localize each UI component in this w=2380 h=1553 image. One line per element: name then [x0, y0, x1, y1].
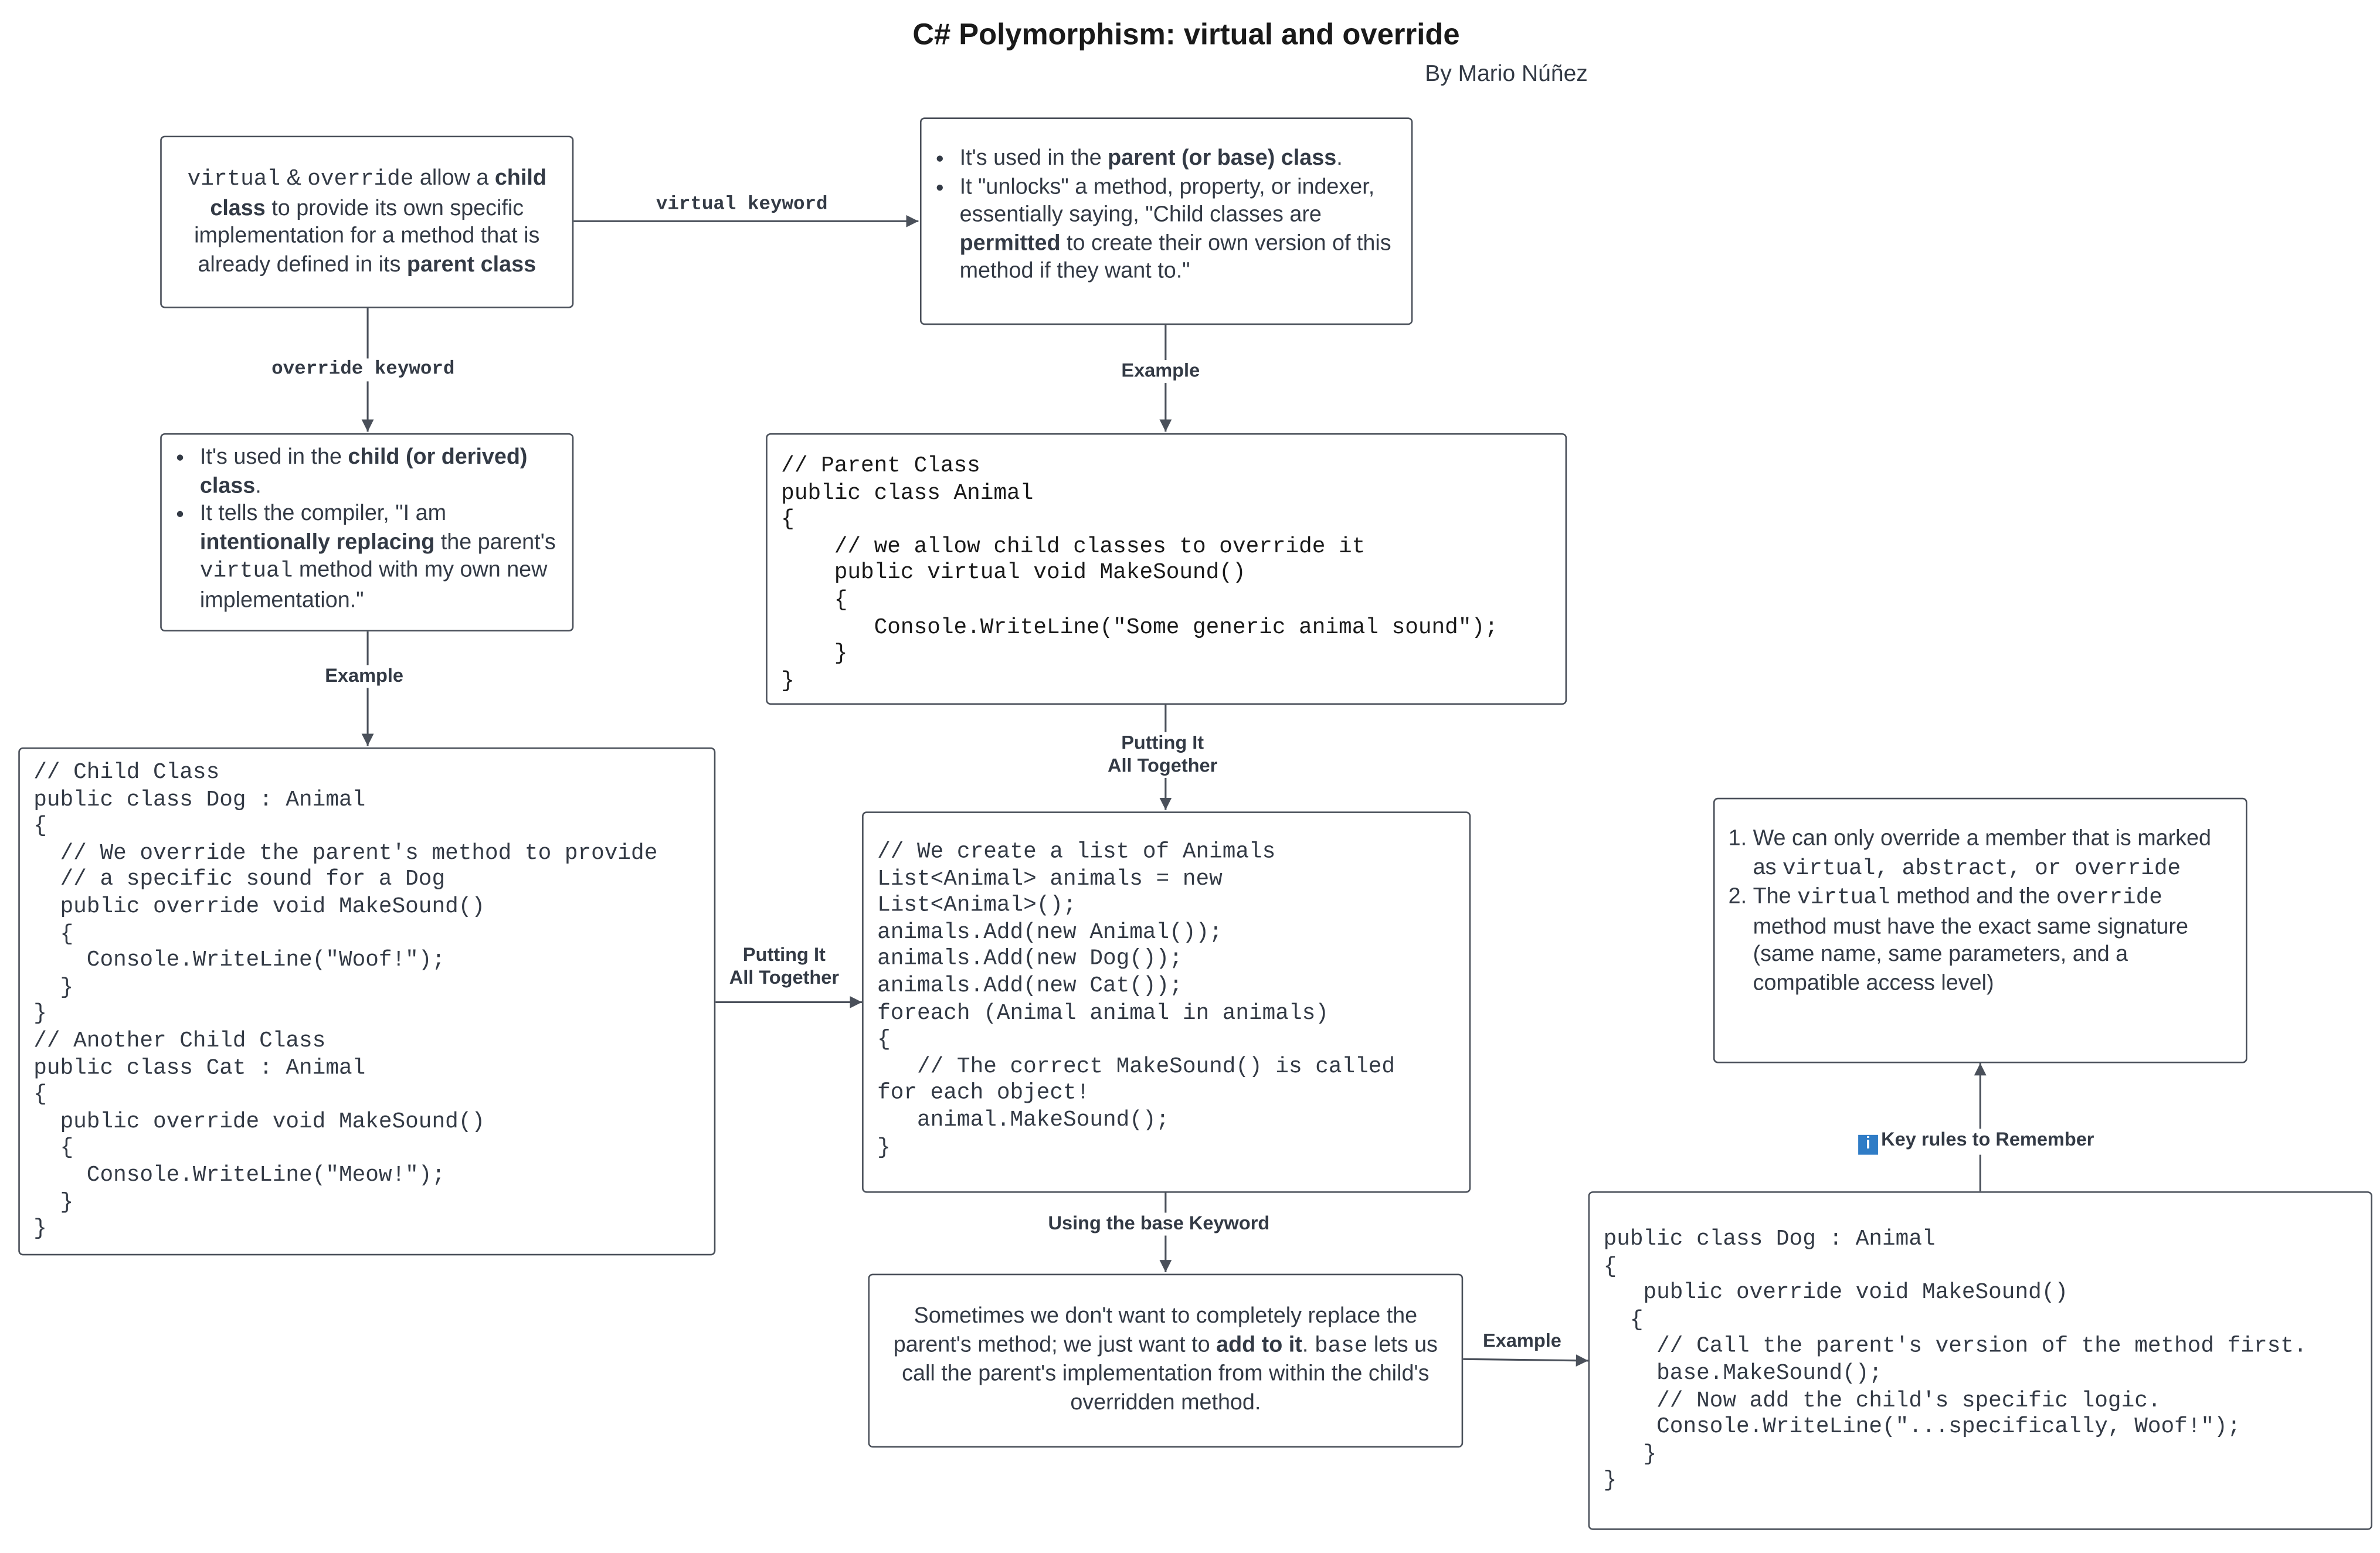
- rule-item: We can only override a member that is ma…: [1753, 825, 2230, 883]
- rule-item: The virtual method and the override meth…: [1753, 883, 2230, 998]
- rules-list: We can only override a member that is ma…: [1727, 825, 2230, 998]
- child-class-code: // Child Class public class Dog : Animal…: [33, 761, 658, 1242]
- parent-class-code-node: // Parent Class public class Animal { //…: [766, 433, 1567, 705]
- base-call-code: public class Dog : Animal { public overr…: [1603, 1228, 2307, 1494]
- animal-list-code: // We create a list of Animals List<Anim…: [877, 840, 1396, 1160]
- key-rules-node: We can only override a member that is ma…: [1713, 797, 2247, 1063]
- edge-label-example: Example: [1483, 1330, 1561, 1353]
- bullet: It's used in the child (or derived) clas…: [200, 444, 560, 500]
- info-icon: i: [1858, 1134, 1878, 1155]
- code-virtual: virtual: [187, 168, 281, 192]
- diagram-title: C# Polymorphism: virtual and override: [912, 18, 1460, 52]
- override-bullets: It's used in the child (or derived) clas…: [182, 444, 560, 614]
- parent-class-code: // Parent Class public class Animal { //…: [781, 454, 1498, 694]
- edge-label-example: Example: [1121, 360, 1200, 383]
- edge-label-using-base-keyword: Using the base Keyword: [1048, 1212, 1270, 1236]
- edge-label-example: Example: [325, 665, 403, 688]
- edge-label-override-keyword: override keyword: [271, 358, 455, 382]
- child-class-code-node: // Child Class public class Dog : Animal…: [18, 747, 716, 1256]
- edge-label-putting-it-together: Putting It All Together: [729, 944, 840, 990]
- bullet: It tells the compiler, "I am intentional…: [200, 500, 560, 614]
- author-byline: By Mario Núñez: [1425, 61, 1588, 87]
- bullet: It "unlocks" a method, property, or inde…: [960, 173, 1399, 286]
- intro-node: virtual & override allow a child class t…: [160, 135, 574, 308]
- base-call-code-node: public class Dog : Animal { public overr…: [1588, 1191, 2372, 1530]
- virtual-bullets: It's used in the parent (or base) class.…: [941, 145, 1399, 286]
- virtual-keyword-node: It's used in the parent (or base) class.…: [919, 117, 1413, 325]
- code-override: override: [307, 168, 414, 192]
- base-keyword-node: Sometimes we don't want to completely re…: [868, 1273, 1464, 1448]
- animal-list-code-node: // We create a list of Animals List<Anim…: [862, 811, 1471, 1193]
- override-keyword-node: It's used in the child (or derived) clas…: [160, 433, 574, 632]
- edge-base-to-code: [1463, 1354, 1588, 1367]
- edge-label-putting-it-together: Putting It All Together: [1107, 732, 1218, 778]
- edge-label-virtual-keyword: virtual keyword: [656, 193, 828, 217]
- bullet: It's used in the parent (or base) class.: [960, 145, 1399, 173]
